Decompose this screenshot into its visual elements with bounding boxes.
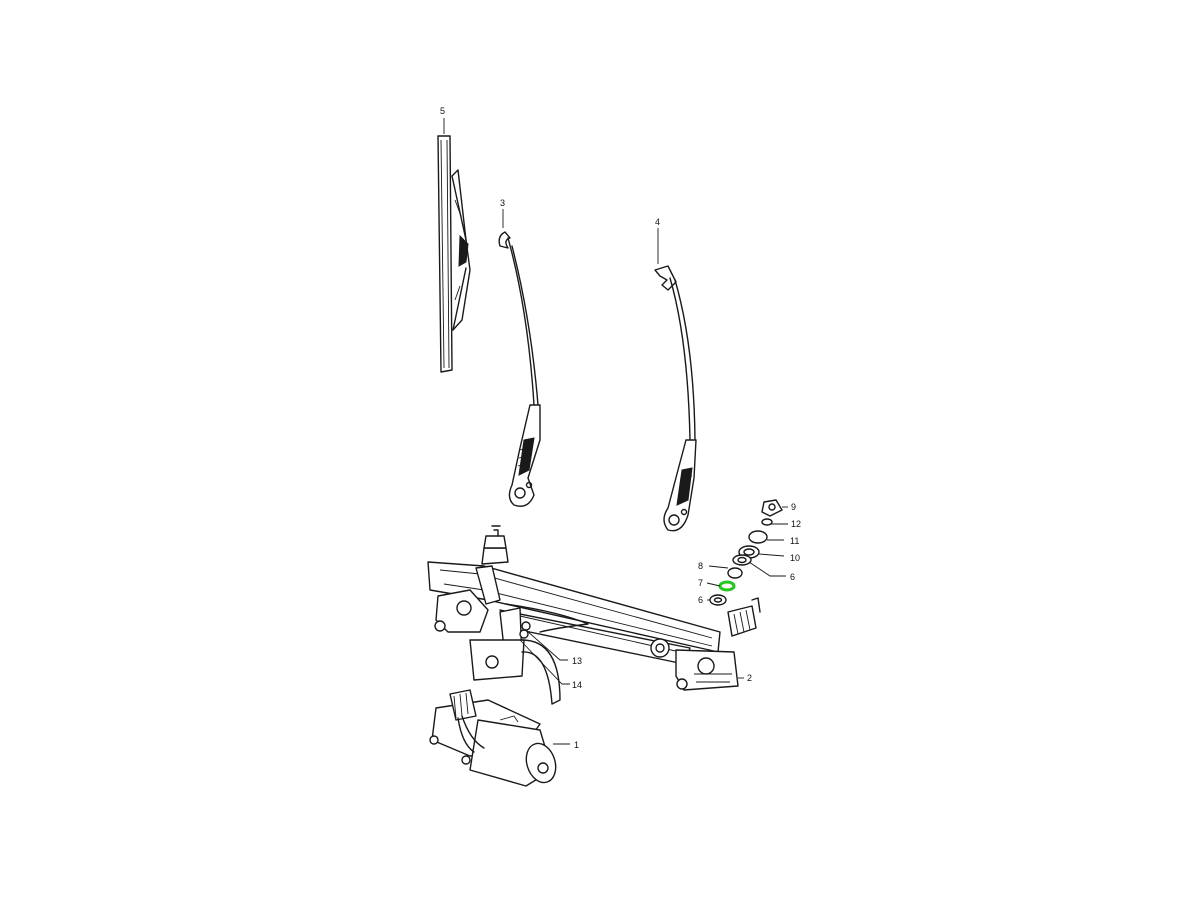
callout-1: 1 <box>574 740 579 750</box>
callout-11: 11 <box>790 536 799 546</box>
washer-12[interactable] <box>761 518 773 526</box>
leader-lines <box>443 118 788 745</box>
callout-6-lower: 6 <box>698 595 703 605</box>
washer-6-lower[interactable] <box>709 594 727 606</box>
callout-labels: 5 3 4 9 12 11 10 6 8 7 6 2 13 14 1 <box>440 106 801 750</box>
wiper-arm-left[interactable] <box>498 231 541 507</box>
washer-6-upper[interactable] <box>732 554 752 566</box>
seal-7-highlighted[interactable] <box>718 580 736 592</box>
bushing-8[interactable] <box>727 567 743 579</box>
callout-2: 2 <box>747 673 752 683</box>
wiper-linkage-frame[interactable] <box>427 525 761 705</box>
wiper-motor[interactable] <box>429 689 560 787</box>
wiper-arm-right[interactable] <box>654 265 697 532</box>
callout-3: 3 <box>500 198 505 208</box>
callout-7: 7 <box>698 578 703 588</box>
callout-6-upper: 6 <box>790 572 795 582</box>
callout-12: 12 <box>791 519 801 529</box>
nut-9[interactable] <box>761 499 783 517</box>
callout-5: 5 <box>440 106 445 116</box>
callout-10: 10 <box>790 553 800 563</box>
nut-13[interactable] <box>521 621 531 631</box>
callout-13: 13 <box>572 656 582 666</box>
cap-11[interactable] <box>748 530 768 544</box>
wiper-blade[interactable] <box>437 135 471 373</box>
callout-4: 4 <box>655 217 660 227</box>
callout-9: 9 <box>791 502 796 512</box>
callout-8: 8 <box>698 561 703 571</box>
callout-14: 14 <box>572 680 582 690</box>
